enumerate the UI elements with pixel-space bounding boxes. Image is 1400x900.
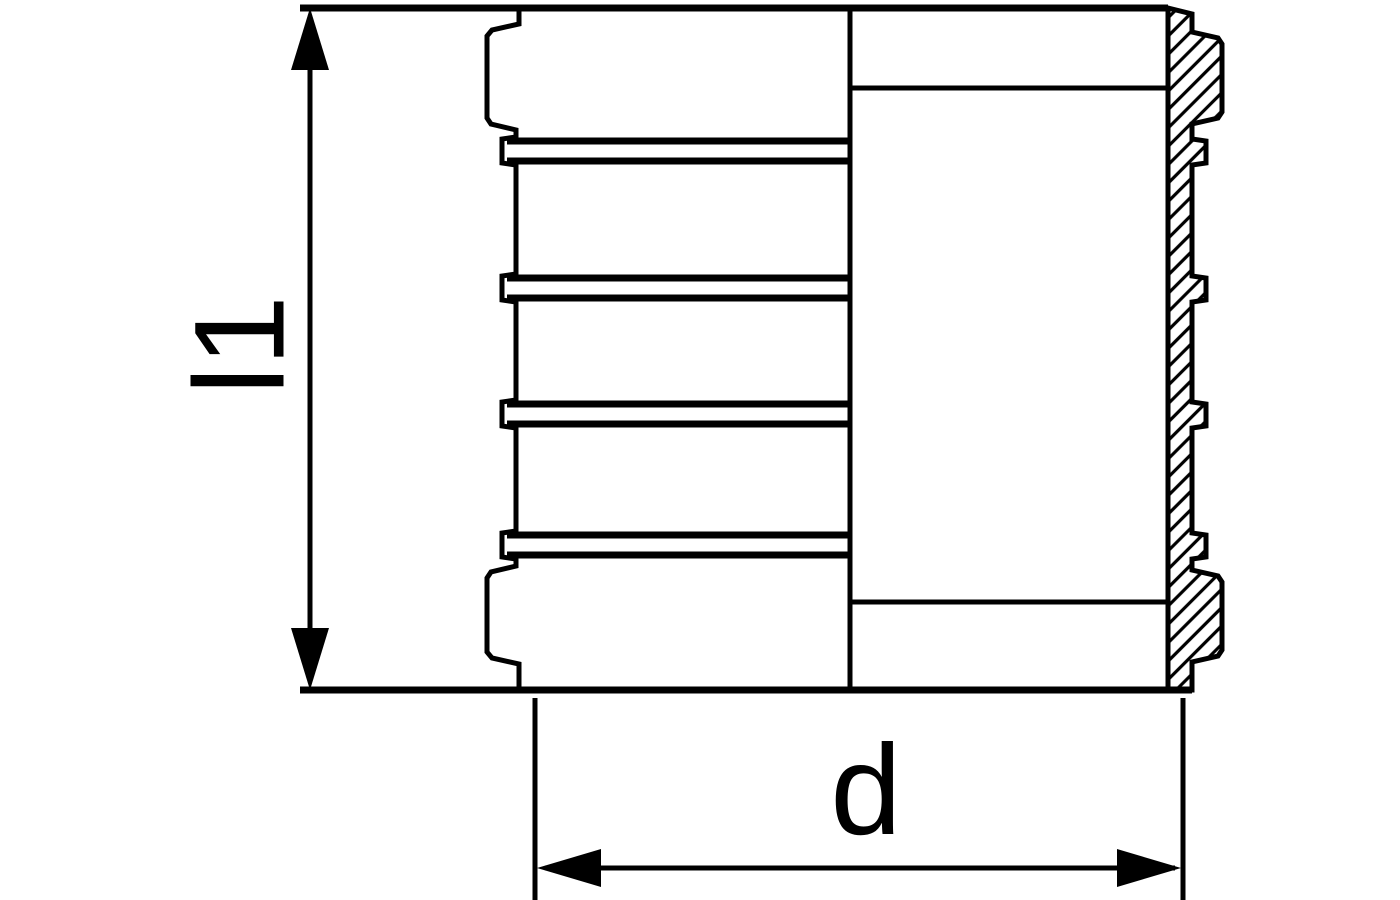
arrow-down-icon [291,628,329,690]
dimension-label-d: d [830,719,901,862]
arrow-up-icon [291,8,329,70]
arrow-left-icon [537,849,601,887]
rib-band-1 [507,137,850,165]
hatched-wall-section [1165,4,1225,693]
dimension-l1: l1 [169,8,329,690]
dimension-label-l1: l1 [169,295,312,395]
left-outer-profile [484,8,522,690]
arrow-right-icon [1117,849,1181,887]
rib-band-2 [507,274,850,302]
coupling-right-half [847,4,1225,693]
dimension-d: d [532,698,1186,900]
rib-band-3 [507,400,850,428]
rib-band-4 [507,531,850,559]
coupling-left-half [300,4,1192,694]
